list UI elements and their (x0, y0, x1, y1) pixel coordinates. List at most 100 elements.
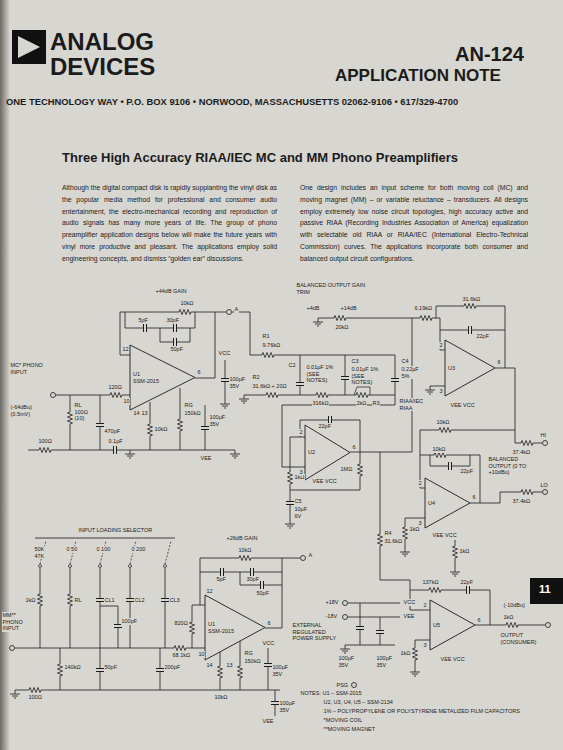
component-label: 12 (122, 346, 129, 353)
component-label: 5pF (138, 317, 148, 324)
component-label: 0.1µF (108, 438, 123, 445)
component-label: VCC (218, 350, 231, 357)
wire (440, 330, 505, 331)
resistor-gap (379, 532, 382, 548)
component-label: 3 (439, 388, 443, 395)
ground-symbol (425, 386, 435, 394)
op-amp: U1SSM-2015 (130, 345, 195, 410)
component-label: 10 (198, 651, 205, 658)
resistor-symbol (178, 417, 183, 433)
resistor-symbol (148, 422, 153, 438)
resistor-gap (519, 491, 535, 494)
resistor-gap (462, 305, 478, 308)
op-amp-triangle (130, 345, 195, 410)
resistor-symbol (218, 664, 223, 680)
component-label: BALANCED OUTPUT (0 TO +10dBu) (488, 456, 535, 476)
wire (300, 355, 301, 395)
resistor-gap (264, 394, 280, 397)
component-label: 68.1kΩ (172, 652, 191, 659)
resistor-gap (219, 664, 222, 680)
capacitor-symbol (96, 669, 104, 672)
switch-contact (129, 565, 132, 568)
component-label: 13 (226, 662, 233, 669)
capacitor-symbol (221, 568, 224, 576)
wire (60, 648, 61, 690)
heading-text: ANALOG (50, 28, 154, 57)
switch-blade (354, 387, 370, 395)
resistor-gap (239, 664, 242, 680)
component-label: 1% – POLYPROPYLENE OR POLYSTYRENE METALI… (323, 708, 549, 715)
component-label: 6 (497, 359, 501, 366)
component-label: 140kΩ (64, 664, 81, 671)
terminal (546, 623, 551, 628)
resistor-symbol (427, 588, 443, 593)
component-label: 2kΩ (356, 400, 367, 407)
component-label: 10µF 6V (294, 506, 315, 519)
capacitor-symbol (356, 627, 364, 630)
resistor-symbol (58, 662, 63, 678)
resistor-symbol (238, 664, 243, 680)
component-label: C4 (401, 358, 409, 365)
op-amp-label: U5 (433, 622, 440, 629)
resistor-symbol (260, 353, 276, 358)
component-label: BALANCED OUTPUT GAIN TRIM (296, 282, 367, 295)
component-label: 1kΩ (25, 597, 36, 604)
resistor-gap (27, 689, 43, 692)
component-label: 5pF (216, 576, 226, 583)
terminal (227, 310, 232, 315)
wire (35, 538, 175, 539)
resistor-symbol (108, 393, 124, 398)
component-label: 6 (267, 620, 271, 627)
wire (160, 328, 190, 342)
component-label: (-10dBu) (503, 602, 525, 609)
component-label: 2 (299, 429, 303, 436)
component-label: +4dB (306, 305, 320, 312)
resistor-symbol (462, 304, 478, 309)
component-label: 22pF (460, 468, 474, 475)
component-label: CL2 (134, 597, 145, 604)
component-label: 0.01µF 1% (SEE NOTES) (306, 364, 341, 384)
component-label: 150kΩ (184, 410, 201, 417)
component-label: +18V (325, 599, 339, 606)
component-label: 30pF (246, 576, 260, 583)
ground-symbol (220, 400, 230, 408)
component-label: 0 50 (66, 546, 79, 553)
component-label: A (308, 552, 313, 559)
wire (495, 368, 542, 443)
wire (412, 318, 445, 350)
capacitor-symbol (174, 324, 177, 332)
heading-text: AN-124 (455, 42, 524, 66)
component-label: 100Ω (38, 438, 52, 445)
capacitor-symbol (251, 568, 254, 576)
capacitor-symbol (161, 599, 169, 602)
component-label: 20kΩ (335, 324, 349, 331)
wire (28, 450, 235, 451)
wire (430, 455, 470, 466)
resistor-symbol (358, 462, 363, 478)
component-label: VEE VCC (432, 532, 457, 539)
component-label: 100µF 35V (229, 376, 252, 389)
component-label: 316kΩ (312, 400, 329, 407)
component-label: 1kΩ (400, 650, 411, 657)
component-label: LO (540, 482, 548, 489)
component-label: 6.19kΩ (414, 305, 433, 312)
component-label: +26dB GAIN (226, 535, 258, 542)
resistor-symbol (519, 490, 535, 495)
wire (200, 572, 282, 573)
resistor-gap (177, 311, 193, 314)
heading-text: DEVICES (50, 53, 155, 82)
component-label: VCC (262, 640, 275, 647)
resistor-symbol (418, 316, 434, 321)
resistor-symbol (190, 620, 195, 636)
component-label: 1MΩ (340, 466, 353, 473)
component-label: 10kΩ (154, 426, 168, 433)
component-label: 2 (423, 602, 427, 609)
component-label: 100µF 35V (209, 414, 232, 427)
wire (268, 648, 269, 690)
ground-symbol (285, 520, 295, 528)
component-label: CL3 (169, 597, 180, 604)
component-label: 30pF (166, 317, 180, 324)
wire (130, 568, 131, 648)
component-label: 137kΩ (422, 579, 439, 586)
component-label: 22pF (460, 579, 474, 586)
